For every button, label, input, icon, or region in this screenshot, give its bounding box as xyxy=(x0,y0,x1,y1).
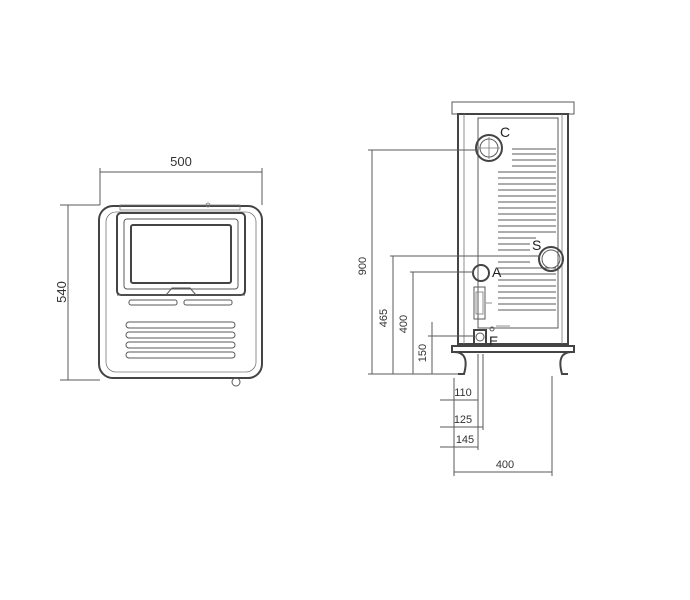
inlet-a xyxy=(472,264,490,282)
leg-left xyxy=(453,351,467,375)
height-900-label: 900 xyxy=(357,257,369,275)
label-s: S xyxy=(532,237,541,253)
leg-right xyxy=(559,351,573,375)
outlet-s-inner xyxy=(541,249,561,269)
inlet-e xyxy=(473,329,487,345)
offset-125-label: 125 xyxy=(454,414,472,426)
ash-slot-left xyxy=(128,299,178,306)
front-view: 500 540 xyxy=(54,154,263,387)
ash-slot-right xyxy=(183,299,233,306)
top-knob xyxy=(205,202,211,208)
grille-slot xyxy=(125,351,236,359)
door-handle xyxy=(165,287,197,296)
back-panel xyxy=(477,117,559,329)
label-a: A xyxy=(492,264,502,280)
back-louvres xyxy=(498,148,556,311)
width-label: 500 xyxy=(170,154,192,169)
height-150-label: 150 xyxy=(417,344,429,362)
width-400-label: 400 xyxy=(496,459,514,471)
control-block-inner xyxy=(475,291,484,315)
label-e: E xyxy=(489,333,498,349)
flue-outlet-c xyxy=(475,134,503,162)
height-400-label: 400 xyxy=(398,315,410,333)
top-plate xyxy=(119,204,241,211)
control-block xyxy=(473,286,486,320)
back-body-outline xyxy=(457,113,569,345)
height-465-label: 465 xyxy=(378,309,390,327)
inlet-e-screw xyxy=(489,326,495,332)
door-glass-outer xyxy=(123,218,239,290)
offset-110-label: 110 xyxy=(454,387,472,399)
depth-label: 540 xyxy=(54,281,69,303)
top-cap xyxy=(451,101,575,115)
grille-slot xyxy=(125,331,236,339)
label-c: C xyxy=(500,124,510,140)
outlet-s xyxy=(538,246,564,272)
offset-145-label: 145 xyxy=(456,434,474,446)
back-view: C S A E 900 465 400 xyxy=(357,101,575,476)
grille-slot xyxy=(125,321,236,329)
front-foot xyxy=(231,377,241,387)
grille-slot xyxy=(125,341,236,349)
base-plinth xyxy=(451,345,575,353)
door-glass xyxy=(130,224,232,284)
stove-body-outline xyxy=(98,205,263,379)
inlet-e-inner xyxy=(475,332,485,342)
